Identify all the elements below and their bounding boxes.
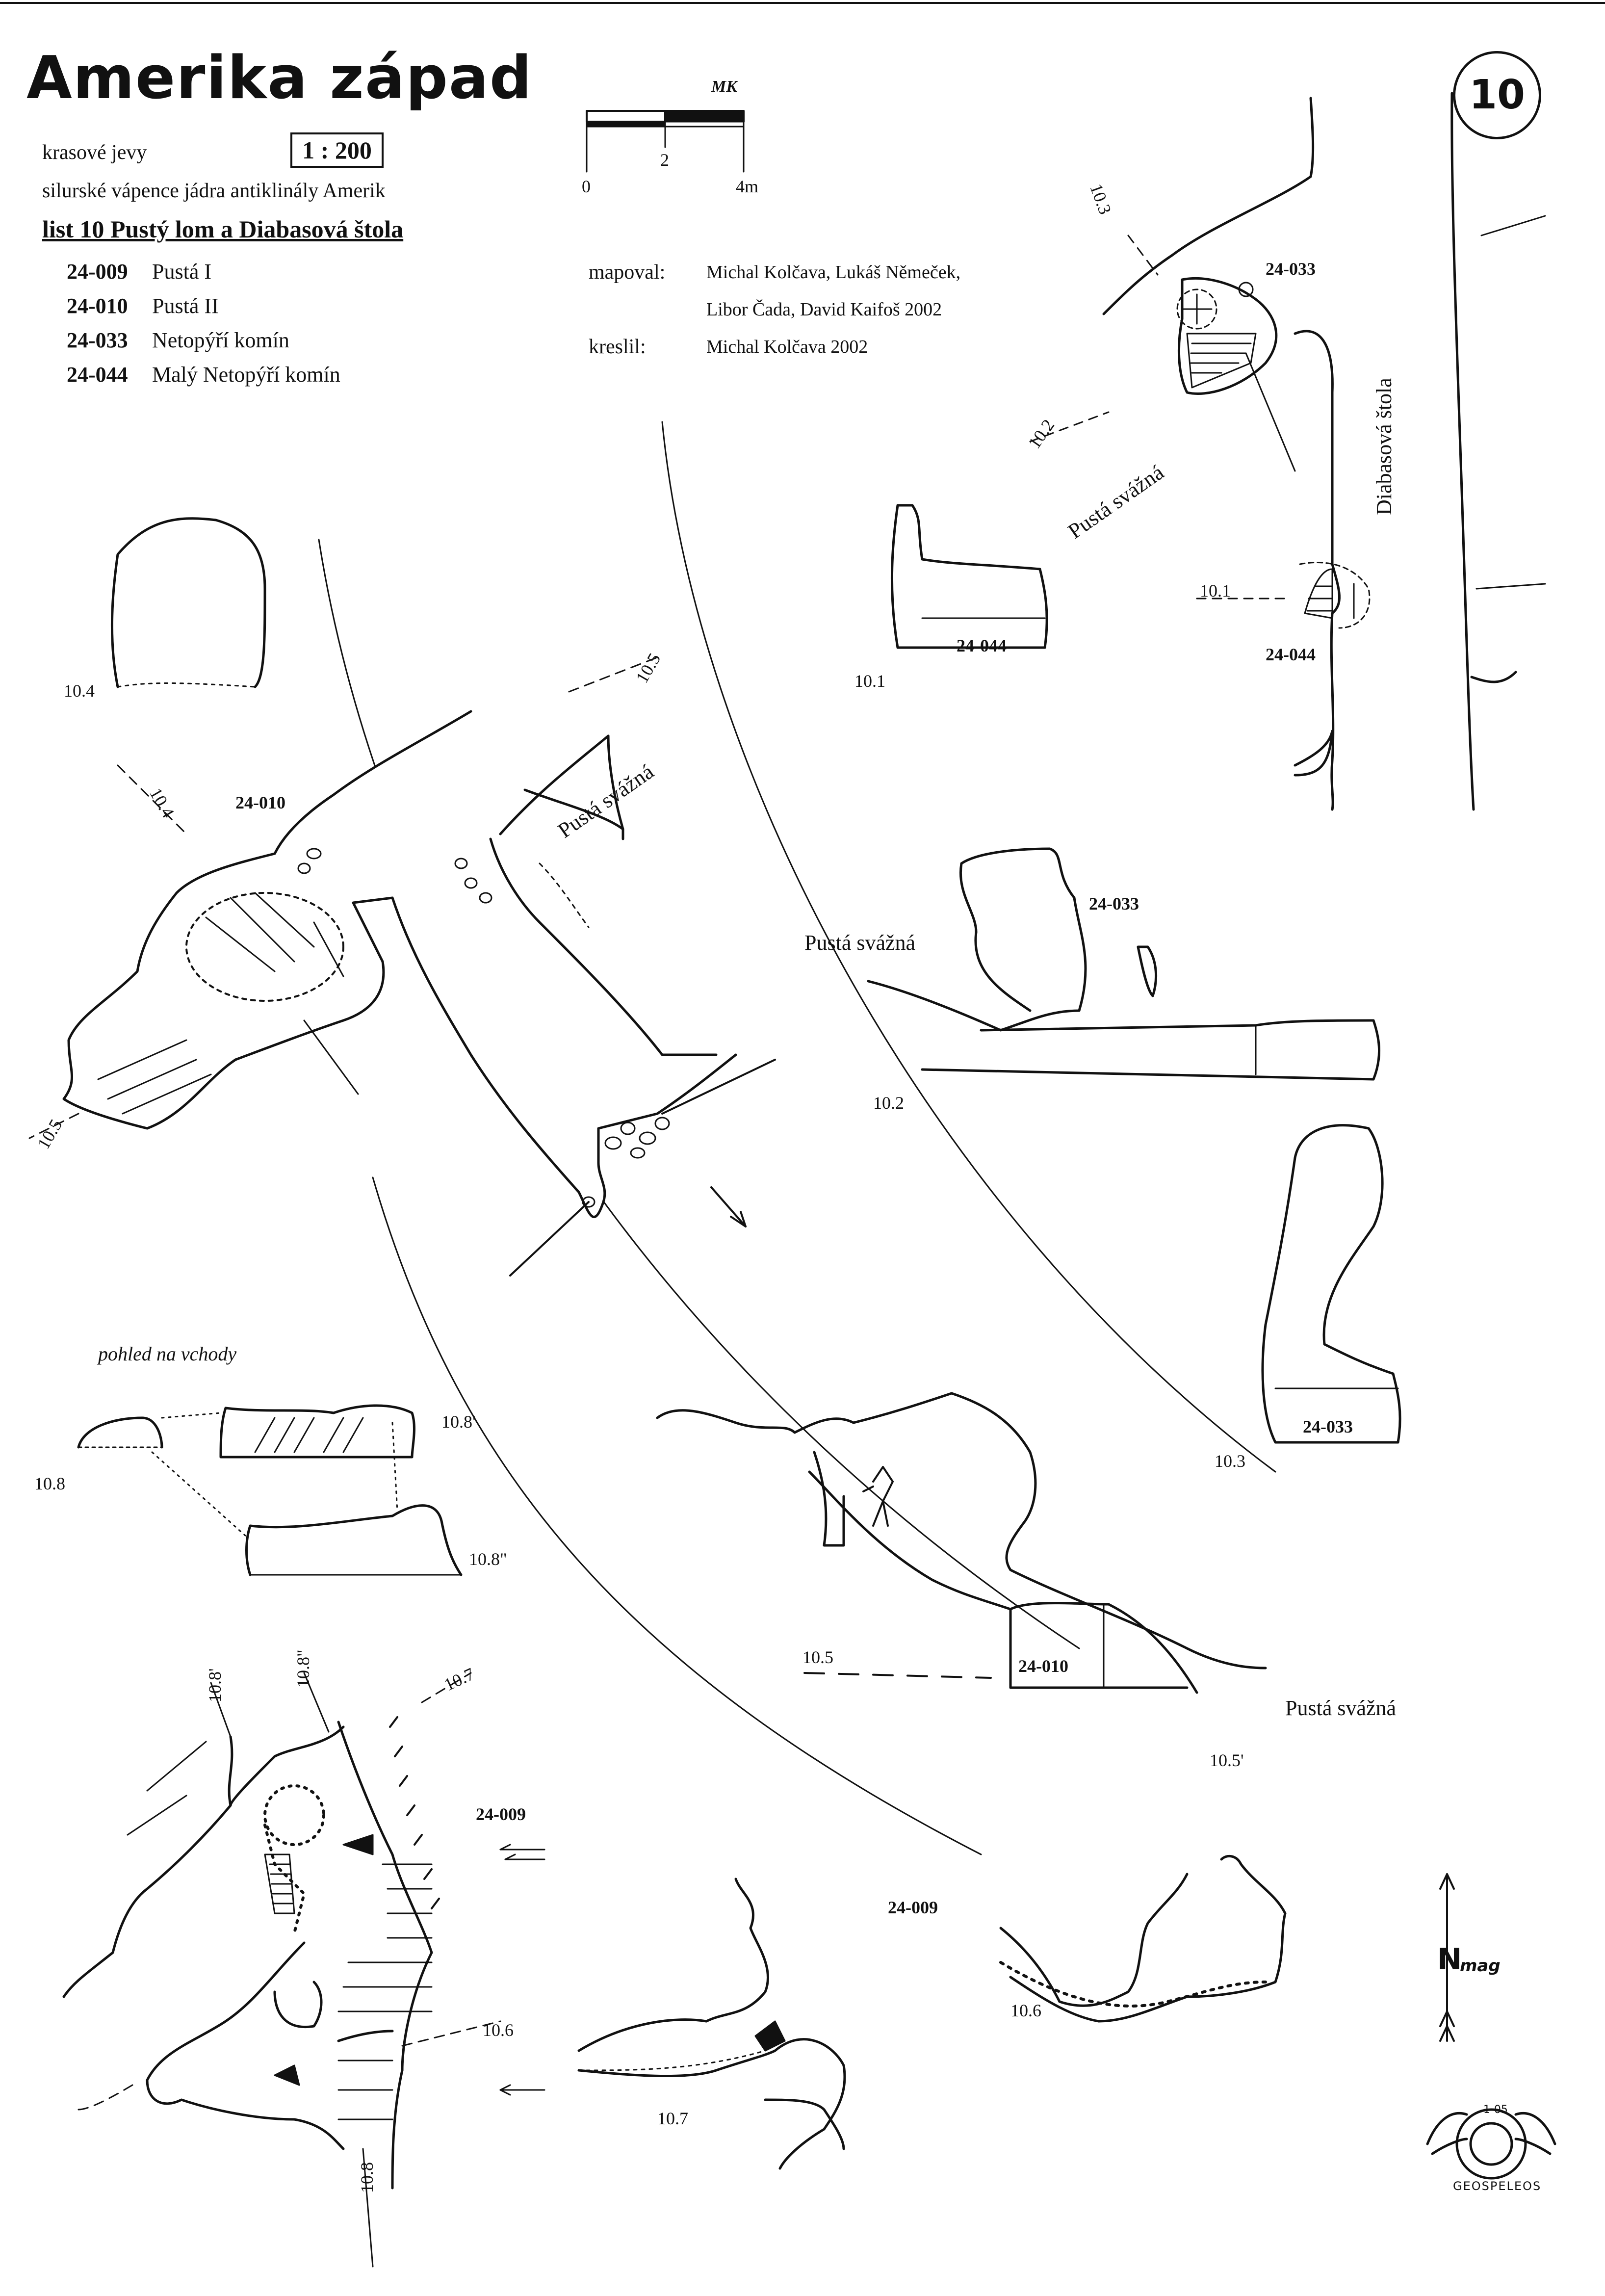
diabasova-stola-plan [1029,92,1546,811]
north-magnetic-label: mag [1460,1956,1501,1976]
geospeleos-logo [1426,2108,1556,2180]
boulders-24-010 [297,848,670,1208]
section-arcs [318,421,1276,1855]
label-24-010-section: 24-010 [1018,1656,1068,1676]
label-24-033-plan: 24-033 [1266,259,1316,279]
label-24-009-section: 24-009 [888,1898,938,1917]
section-10-4 [110,517,266,688]
label-24-044-plan: 24-044 [1266,645,1316,664]
scalebar-tick-4: 4m [736,177,759,196]
list-title: list 10 Pustý lom a Diabasová štola [42,215,404,243]
credits-drawn-label: kreslil: [589,336,646,358]
section-label-10-8-prime: 10.8' [441,1412,476,1432]
section-label-10-8-plan-double: 10.8" [293,1649,313,1688]
scalebar-tick-2: 2 [660,150,669,170]
label-24-009-plan: 24-009 [476,1804,526,1824]
section-label-10-5-prime: 10.5' [1210,1750,1244,1770]
entrances-view [77,1404,463,1576]
section-10-7 [577,1878,846,2170]
section-label-10-1-plan: 10.1 [1200,581,1231,600]
section-label-10-3: 10.3 [1215,1451,1245,1471]
section-label-10-6: 10.6 [1010,2001,1041,2020]
section-label-10-5: 10.5 [802,1647,833,1667]
section-label-10-8-double: 10.8" [469,1549,507,1569]
scalebar-tick-0: 0 [582,177,591,196]
section-label-10-4: 10.4 [64,681,95,701]
cave-name-4: Malý Netopýří komín [152,363,340,387]
label-24-033-section-10-2: 24-033 [1089,894,1139,913]
section-24-010-long [656,1392,1267,1694]
cave-name-3: Netopýří komín [152,328,289,352]
cave-name-1: Pustá I [152,260,211,284]
section-label-10-2: 10.2 [873,1093,904,1113]
cave-code-1: 24-009 [67,260,128,284]
cave-code-3: 24-033 [67,328,128,352]
section-24-044 [890,504,1048,649]
label-diabasova-stola: Diabasová štola [1372,378,1396,515]
label-24-033-section-10-3: 24-033 [1303,1417,1353,1436]
section-label-10-6-plan: 10.6 [483,2020,514,2040]
section-label-10-8-plan-bottom: 10.8 [357,2162,377,2193]
map-title: Amerika západ [26,44,533,112]
scalebar [586,110,745,173]
cave-code-4: 24-044 [67,363,128,387]
section-24-033-10-3 [1261,1124,1401,1444]
section-label-10-7: 10.7 [657,2109,688,2128]
map-scale: 1 : 200 [290,132,384,168]
logo-small-text: 1-05 [1483,2104,1508,2116]
subtitle-karst: krasové jevy [42,141,147,164]
credits-mapped-line1: Michal Kolčava, Lukáš Němeček, [706,262,961,283]
section-24-033-10-2 [867,847,1381,1081]
section-label-10-8-plan-top: 10.8' [205,1668,225,1703]
subtitle-geology: silurské vápence jádra antiklinály Ameri… [42,180,386,202]
cave-code-2: 24-010 [67,294,128,318]
north-arrow [1439,1873,1455,2042]
cave-name-2: Pustá II [152,294,219,318]
sheet-number: 10 [1453,51,1541,139]
section-10-6 [999,1854,1287,2023]
label-pusta-svazna-section: Pustá svážná [804,931,916,955]
credits-mapped-label: mapoval: [589,261,666,284]
scalebar-initials: MK [711,78,737,96]
logo-text: GEOSPELEOS [1453,2179,1542,2193]
label-24-010-plan: 24-010 [235,793,285,812]
label-pohled-na-vchody: pohled na vchody [98,1343,237,1365]
label-24-044-section: 24-044 [957,636,1007,655]
label-pusta-svazna-long: Pustá svážná [1285,1696,1397,1720]
section-label-10-1: 10.1 [854,671,885,691]
north-letter: N [1437,1942,1462,1977]
pusta-i-plan [62,1672,545,2268]
section-label-10-8: 10.8 [34,1474,65,1493]
credits-mapped-line2: Libor Čada, David Kaifoš 2002 [706,299,942,320]
credits-drawn-value: Michal Kolčava 2002 [706,337,868,357]
pusta-ii-plan [28,656,776,1277]
